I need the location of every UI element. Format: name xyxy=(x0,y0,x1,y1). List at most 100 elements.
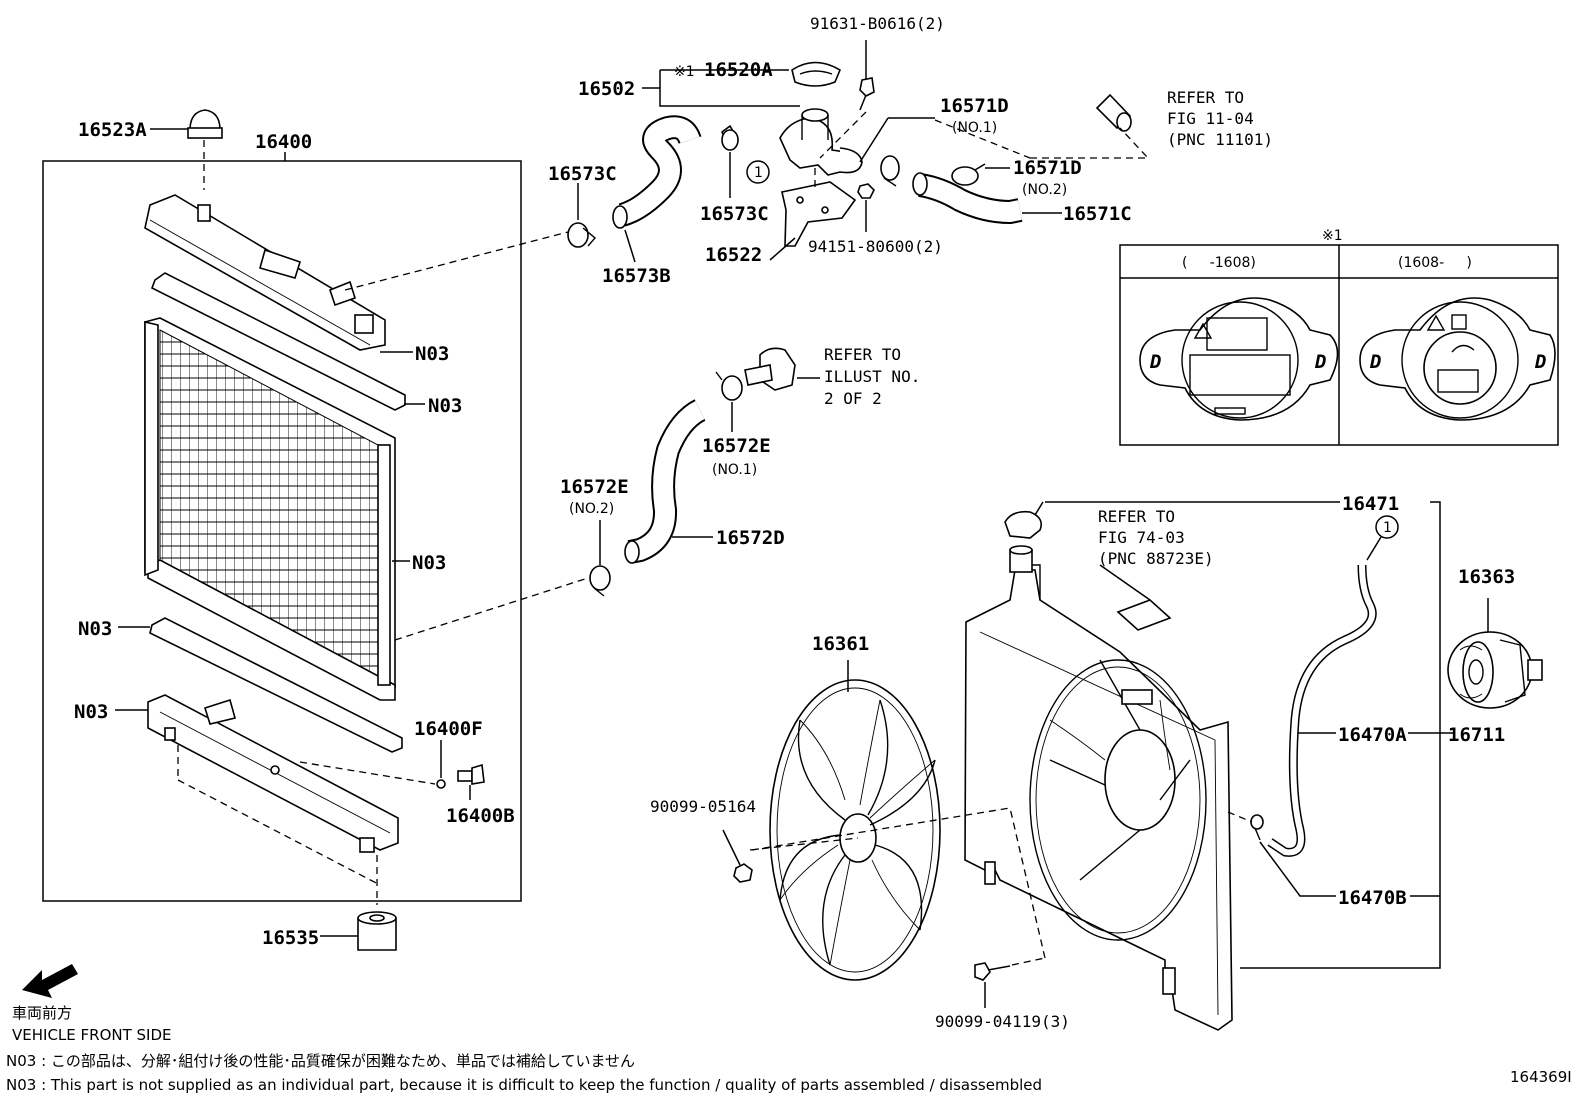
label-94151: 94151-80600(2) xyxy=(808,237,943,256)
refer-notes: REFER TO FIG 11-04 (PNC 11101) REFER TO … xyxy=(797,88,1273,568)
radiator-cap-16523A xyxy=(187,109,223,139)
label-16573C-right: 16573C xyxy=(700,203,769,225)
front-label-jp: 車両前方 xyxy=(12,1004,72,1022)
label-16520A-mark: ※1 xyxy=(674,64,695,80)
refer-fig11-line3: (PNC 11101) xyxy=(1167,130,1273,149)
label-91631: 91631-B0616(2) xyxy=(810,14,945,33)
refer-illust-line3: 2 OF 2 xyxy=(824,389,882,408)
cooling-fan-16361 xyxy=(769,679,941,981)
label-16711: 16711 xyxy=(1448,724,1505,746)
label-16470B: 16470B xyxy=(1338,887,1407,909)
label-90099-05164: 90099-05164 xyxy=(650,797,756,816)
refer-illust-line2: ILLUST NO. xyxy=(824,367,920,386)
engine-pipe xyxy=(1095,93,1132,132)
ref-circle-1-bottom-text: 1 xyxy=(1383,520,1392,536)
label-16573B: 16573B xyxy=(602,265,671,287)
fan-shroud-group xyxy=(722,501,1543,1031)
label-16572E-no1-sub: (NO.1) xyxy=(712,462,757,478)
hose-clamp-16573C-left xyxy=(567,222,596,248)
hose-clamp-16573C-right xyxy=(721,124,740,151)
bolt-90099-04119 xyxy=(974,962,1011,981)
refer-fig74-line3: (PNC 88723E) xyxy=(1098,549,1214,568)
footnote-jp: N03 : この部品は、分解･組付け後の性能･品質確保が困難なため、単品では補給… xyxy=(6,1052,635,1070)
label-16572E-no1: 16572E xyxy=(702,435,771,457)
upper-gasket xyxy=(150,272,406,411)
label-16363: 16363 xyxy=(1458,566,1515,588)
ref-circle-1-top xyxy=(746,160,770,184)
svg-text:D: D xyxy=(1534,351,1546,373)
label-n03-upper-gasket: N03 xyxy=(428,395,462,417)
inset-text: ※1 ( -1608) (1608- ) xyxy=(1182,228,1472,271)
label-16571C: 16571C xyxy=(1063,203,1132,225)
label-16572E-no2: 16572E xyxy=(560,476,629,498)
radiator-core xyxy=(144,317,396,701)
vehicle-front-arrow xyxy=(22,964,78,998)
refer-fig11-line2: FIG 11-04 xyxy=(1167,109,1254,128)
figure-id: 164369I xyxy=(1510,1068,1572,1086)
bolt-91631-B0616 xyxy=(859,77,875,111)
label-16400B: 16400B xyxy=(446,805,515,827)
radiator-assembly xyxy=(42,109,522,951)
o-ring-16400F xyxy=(436,779,446,789)
overflow-hose-16470A xyxy=(1267,564,1377,857)
filler-cap-16520A xyxy=(791,61,842,87)
nut-94151-80600 xyxy=(857,183,875,199)
front-label-en: VEHICLE FRONT SIDE xyxy=(12,1026,172,1044)
label-16522: 16522 xyxy=(705,244,762,266)
svg-text:D: D xyxy=(1149,351,1161,373)
water-outlet-pipe xyxy=(744,347,796,391)
drain-cock-16400B xyxy=(457,763,485,785)
label-16400: 16400 xyxy=(255,131,312,153)
label-16400F: 16400F xyxy=(414,718,483,740)
label-16571D-no2: 16571D xyxy=(1013,157,1082,179)
caution-label xyxy=(1116,599,1172,631)
label-16361: 16361 xyxy=(812,633,869,655)
label-n03-lower-gasket: N03 xyxy=(78,618,112,640)
hose-clamp-16571D-no2 xyxy=(951,163,986,186)
bracket-16522 xyxy=(781,181,857,247)
label-16572E-no2-sub: (NO.2) xyxy=(569,501,614,517)
label-16502: 16502 xyxy=(578,78,635,100)
refer-fig74-line1: REFER TO xyxy=(1098,507,1175,526)
label-16571D-no2-sub: (NO.2) xyxy=(1022,182,1067,198)
label-16573C-left: 16573C xyxy=(548,163,617,185)
svg-text:D: D xyxy=(1369,351,1381,373)
label-n03-upper-tank: N03 xyxy=(415,343,449,365)
outlet-hose-group xyxy=(859,93,1150,225)
ref-circle-1-top-text: 1 xyxy=(754,165,763,181)
label-16471: 16471 xyxy=(1342,493,1399,515)
part-labels: 16523A 16400 16502 ※1 16520A 91631-B0616… xyxy=(74,14,1515,1031)
label-16571D-no1: 16571D xyxy=(940,95,1009,117)
footnote-en: N03 : This part is not supplied as an in… xyxy=(6,1076,1042,1094)
fan-motor-16363 xyxy=(1447,631,1543,709)
nut-90099-05164 xyxy=(733,863,753,883)
clamp-16470B xyxy=(1250,814,1264,841)
lower-gasket xyxy=(149,617,403,753)
label-16520A: 16520A xyxy=(704,59,773,81)
inset-col1-header: ( -1608) xyxy=(1182,255,1256,271)
cap-variant-inset: D D D D xyxy=(1119,244,1559,446)
lower-tank xyxy=(147,694,399,853)
filler-neck-16502 xyxy=(779,108,863,176)
cap-old-type: D D xyxy=(1139,297,1339,421)
label-90099-04119: 90099-04119(3) xyxy=(935,1012,1070,1031)
ref-circle-1-bottom xyxy=(1375,515,1399,539)
hose-clamp-16571D-no1 xyxy=(880,155,900,187)
reservoir-cap xyxy=(1004,510,1043,539)
hose-clamp-16572E-no2 xyxy=(589,565,611,597)
label-16535: 16535 xyxy=(262,927,319,949)
upper-hose-group xyxy=(344,40,875,291)
lower-hose-group xyxy=(394,347,796,641)
footer: 車両前方 VEHICLE FRONT SIDE N03 : この部品は、分解･組… xyxy=(6,1004,1572,1094)
cap-new-type: D D xyxy=(1359,297,1556,421)
radiator-cushion-16535 xyxy=(357,911,397,951)
refer-fig74-line2: FIG 74-03 xyxy=(1098,528,1185,547)
label-16523A: 16523A xyxy=(78,119,147,141)
fan-shroud-16711 xyxy=(964,545,1233,1031)
refer-illust-line1: REFER TO xyxy=(824,345,901,364)
inset-mark: ※1 xyxy=(1322,228,1343,244)
hose-clamp-16572E-no1 xyxy=(715,371,743,401)
radiator-frame-box xyxy=(42,160,522,902)
label-n03-lower-tank: N03 xyxy=(74,701,108,723)
